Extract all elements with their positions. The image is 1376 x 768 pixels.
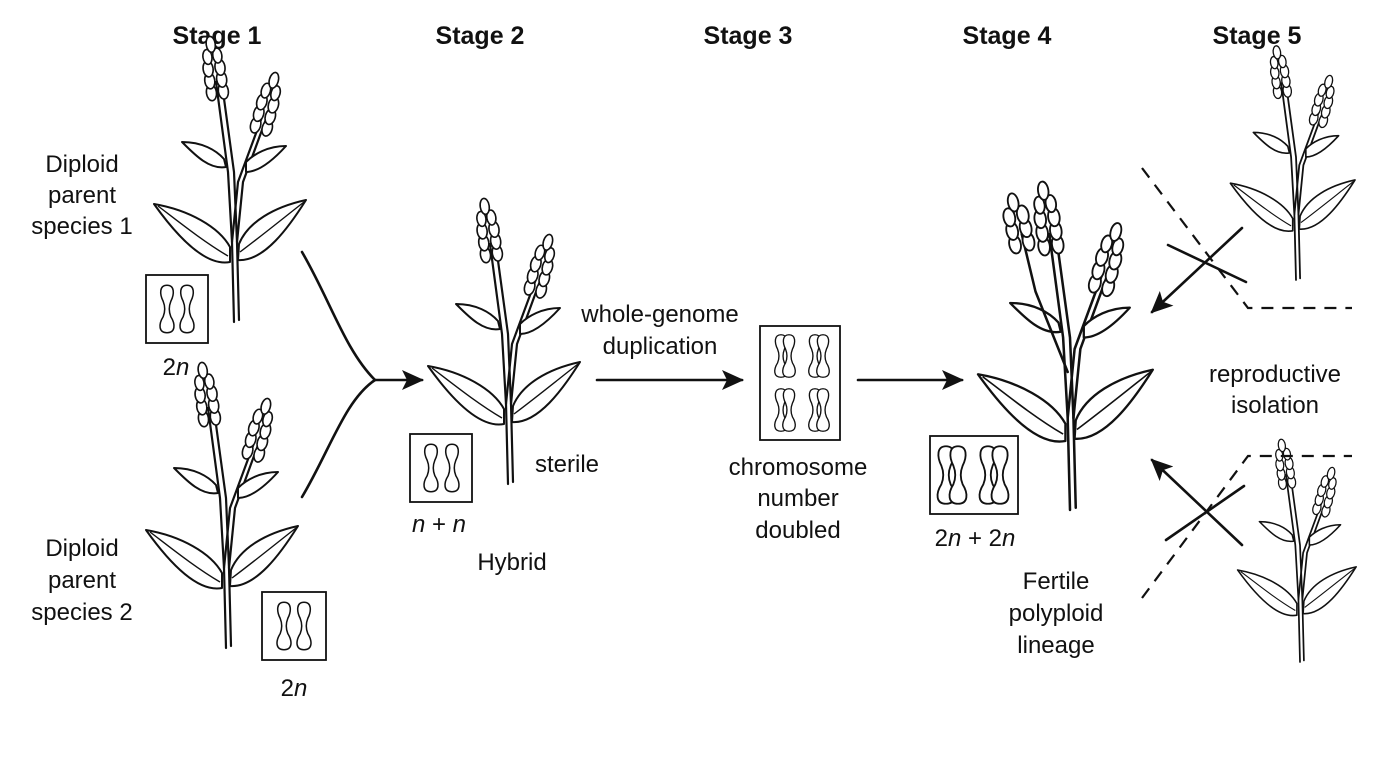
merge-line-top (300, 250, 377, 382)
parent-2-chromosome-box (261, 591, 327, 661)
hybrid-ploidy: n + n (412, 511, 466, 538)
polyploid-ploidy: 2n + 2n (935, 525, 1016, 552)
parent-1-label-line2: parent (48, 182, 116, 209)
parent-1-label-line3: species 1 (31, 213, 132, 240)
doubled-chromosome-box (759, 325, 841, 441)
block-mark-bottom (1164, 484, 1246, 542)
polyploid-label-line3: lineage (1017, 632, 1094, 659)
parent-2-label-line2: parent (48, 567, 116, 594)
isolation-plant-top-icon (1229, 43, 1356, 281)
blocked-arrow-top (1150, 226, 1244, 314)
barrier-dashed-line-top (1141, 167, 1352, 310)
barrier-dashed-line-bottom (1141, 454, 1352, 599)
hybrid-chromosome-box (409, 433, 473, 503)
stage-2-header: Stage 2 (436, 22, 525, 50)
doubled-label-line2: number (757, 485, 838, 512)
blocked-arrow-bottom (1150, 458, 1244, 547)
parent-1-ploidy: 2n (163, 354, 190, 381)
polyploid-label-line2: polyploid (1009, 600, 1104, 627)
stage-4-header: Stage 4 (963, 22, 1052, 50)
stage-5-header: Stage 5 (1213, 22, 1302, 50)
hybrid-status: sterile (535, 451, 599, 478)
doubled-label-line1: chromosome (729, 454, 868, 481)
parent-1-label-line1: Diploid (45, 151, 118, 178)
polyploid-label-line1: Fertile (1023, 568, 1090, 595)
wgd-label-line1: whole-genome (580, 301, 738, 328)
parent-2-ploidy: 2n (281, 675, 308, 702)
doubled-label-line3: doubled (755, 517, 840, 544)
block-mark-top (1166, 243, 1248, 284)
wgd-label-line2: duplication (603, 333, 718, 360)
stage-1-header: Stage 1 (173, 22, 262, 50)
parent-2-label-line1: Diploid (45, 535, 118, 562)
hybrid-name: Hybrid (477, 549, 546, 576)
parent-2-label-line3: species 2 (31, 599, 132, 626)
isolation-label-line2: isolation (1231, 392, 1319, 419)
merge-line-bottom (300, 378, 377, 499)
isolation-plant-bottom-icon (1236, 437, 1358, 663)
parent-1-chromosome-box (145, 274, 209, 344)
polyploid-chromosome-box (929, 435, 1019, 515)
isolation-label-line1: reproductive (1209, 361, 1341, 388)
stage-3-header: Stage 3 (704, 22, 793, 50)
